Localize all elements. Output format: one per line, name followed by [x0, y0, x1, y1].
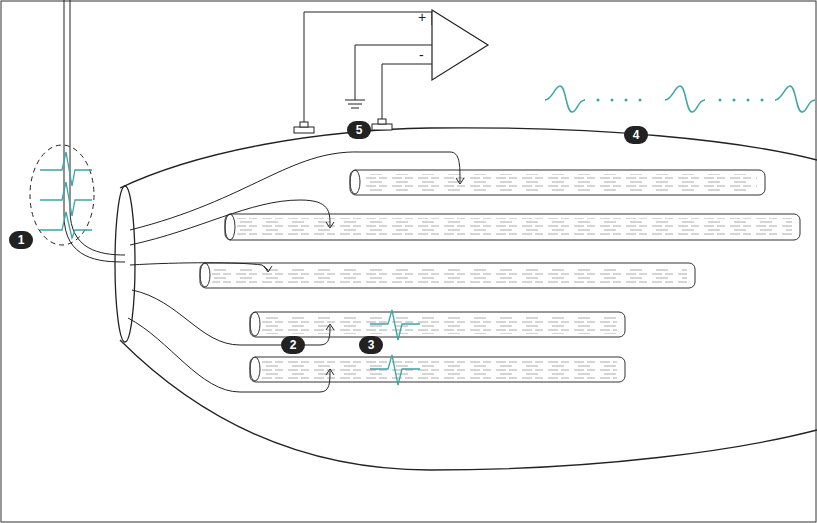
amplifier-triangle: +- — [410, 4, 490, 84]
callout-number: 1 — [9, 231, 33, 249]
input-sign: - — [419, 48, 424, 62]
input-sign: + — [418, 10, 426, 24]
callout-number: 5 — [347, 121, 371, 139]
callout-number: 2 — [281, 336, 305, 354]
callout-number: 3 — [359, 336, 383, 354]
callout-number: 4 — [624, 126, 648, 144]
